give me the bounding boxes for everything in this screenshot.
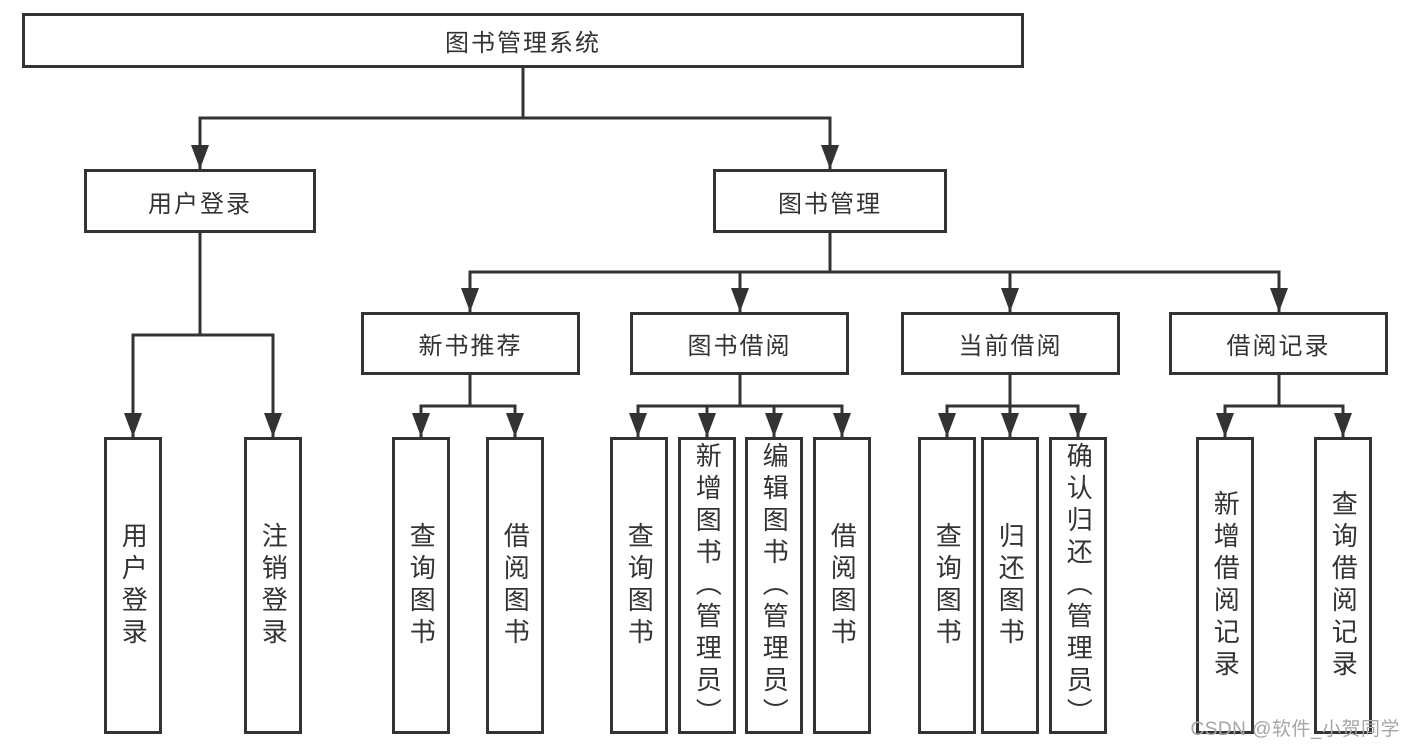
node-current-confirm-return-admin: 确认归还（管理员） <box>1049 437 1107 734</box>
node-current-query-books-label: 查询图书 <box>932 521 963 650</box>
node-login-action-label: 用户登录 <box>118 521 149 650</box>
node-borrow-records-label: 借阅记录 <box>1226 333 1331 360</box>
node-current-return-books-label: 归还图书 <box>995 521 1026 650</box>
edge-book-management-to-borrow-records <box>830 270 1288 312</box>
node-book-borrow-label: 图书借阅 <box>687 333 792 360</box>
node-records-add-borrow-record: 新增借阅记录 <box>1196 437 1254 734</box>
node-book-borrow: 图书借阅 <box>630 312 849 375</box>
node-records-query-borrow-record-label: 查询借阅记录 <box>1328 489 1359 682</box>
edge-records-to-add-record <box>1216 404 1279 437</box>
edge-current-to-confirm-return <box>1010 404 1087 437</box>
edge-recommend-to-query-books <box>412 404 470 437</box>
edge-borrow-to-edit-books <box>740 404 783 437</box>
node-current-confirm-return-admin-label: 确认归还（管理员） <box>1063 441 1094 730</box>
node-recommend-borrow-books-label: 借阅图书 <box>500 521 531 650</box>
edge-book-management-to-new-book-recommend <box>461 270 830 312</box>
csdn-watermark: CSDN @软件_小贺同学 <box>1190 719 1400 740</box>
node-logout-action-label: 注销登录 <box>258 521 289 650</box>
node-book-management: 图书管理 <box>713 169 947 233</box>
node-borrow-add-books-admin-label: 新增图书（管理员） <box>692 441 723 730</box>
node-borrow-records: 借阅记录 <box>1169 312 1388 375</box>
node-recommend-query-books: 查询图书 <box>392 437 450 734</box>
node-current-return-books: 归还图书 <box>981 437 1039 734</box>
edge-root-to-user-login <box>191 116 523 169</box>
node-borrow-borrow-books: 借阅图书 <box>813 437 871 734</box>
node-new-book-recommend-label: 新书推荐 <box>418 333 523 360</box>
edge-records-to-query-record <box>1279 404 1352 437</box>
edge-book-management-to-current-borrow <box>830 270 1019 312</box>
node-new-book-recommend: 新书推荐 <box>361 312 580 375</box>
edge-borrow-to-borrow-books <box>740 404 851 437</box>
node-current-borrow-label: 当前借阅 <box>958 333 1063 360</box>
edge-book-management-to-book-borrow <box>731 270 830 312</box>
node-user-login: 用户登录 <box>84 169 316 233</box>
node-current-borrow: 当前借阅 <box>901 312 1120 375</box>
node-borrow-borrow-books-label: 借阅图书 <box>827 521 858 650</box>
node-current-query-books: 查询图书 <box>918 437 976 734</box>
node-borrow-edit-books-admin-label: 编辑图书（管理员） <box>759 441 790 730</box>
node-logout-action: 注销登录 <box>244 437 302 734</box>
node-borrow-edit-books-admin: 编辑图书（管理员） <box>745 437 803 734</box>
node-user-login-label: 用户登录 <box>148 190 252 218</box>
edge-borrow-to-add-books <box>698 404 740 437</box>
node-root: 图书管理系统 <box>22 13 1024 68</box>
node-login-action: 用户登录 <box>104 437 162 734</box>
node-root-label: 图书管理系统 <box>445 30 601 57</box>
node-borrow-query-books: 查询图书 <box>610 437 668 734</box>
node-records-add-borrow-record-label: 新增借阅记录 <box>1210 489 1241 682</box>
node-borrow-query-books-label: 查询图书 <box>624 521 655 650</box>
edge-user-login-to-login-action <box>124 333 200 437</box>
node-records-query-borrow-record: 查询借阅记录 <box>1314 437 1372 734</box>
node-recommend-borrow-books: 借阅图书 <box>486 437 544 734</box>
edge-current-to-query-books <box>938 404 1010 437</box>
edge-root-to-book-management <box>523 116 839 169</box>
node-borrow-add-books-admin: 新增图书（管理员） <box>678 437 736 734</box>
node-recommend-query-books-label: 查询图书 <box>406 521 437 650</box>
edge-recommend-to-borrow-books <box>470 404 524 437</box>
node-book-management-label: 图书管理 <box>778 190 882 218</box>
edge-borrow-to-query-books <box>629 404 740 437</box>
edge-user-login-to-logout-action <box>200 333 282 437</box>
